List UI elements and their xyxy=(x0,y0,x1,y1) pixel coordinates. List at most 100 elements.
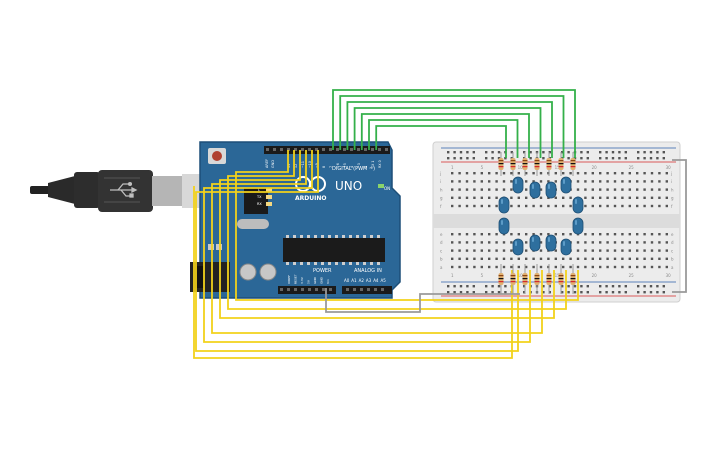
terminal-hole[interactable] xyxy=(658,196,661,199)
header-hole[interactable] xyxy=(322,148,325,151)
terminal-hole[interactable] xyxy=(599,196,602,199)
terminal-hole[interactable] xyxy=(488,249,491,252)
terminal-hole[interactable] xyxy=(488,233,491,236)
terminal-hole[interactable] xyxy=(576,249,580,252)
gray-ground-wire[interactable] xyxy=(325,159,687,313)
terminal-hole[interactable] xyxy=(502,241,506,244)
terminal-hole[interactable] xyxy=(480,249,483,252)
terminal-hole[interactable] xyxy=(636,172,639,175)
terminal-hole[interactable] xyxy=(517,265,520,269)
reset-button[interactable] xyxy=(208,148,226,164)
rail-hole[interactable] xyxy=(567,291,570,294)
terminal-hole[interactable] xyxy=(488,180,491,183)
header-hole[interactable] xyxy=(371,148,374,151)
terminal-hole[interactable] xyxy=(495,249,498,252)
terminal-hole[interactable] xyxy=(532,204,535,208)
rail-hole[interactable] xyxy=(466,291,469,294)
terminal-hole[interactable] xyxy=(458,241,461,244)
rail-hole[interactable] xyxy=(611,151,615,154)
terminal-hole[interactable] xyxy=(517,257,520,260)
terminal-hole[interactable] xyxy=(613,249,617,252)
rail-hole[interactable] xyxy=(656,151,659,154)
yellow-wire[interactable] xyxy=(203,150,531,343)
terminal-hole[interactable] xyxy=(495,196,498,199)
terminal-hole[interactable] xyxy=(584,204,587,208)
rail-hole[interactable] xyxy=(611,291,615,294)
terminal-hole[interactable] xyxy=(613,180,617,183)
rail-hole[interactable] xyxy=(561,285,564,288)
terminal-hole[interactable] xyxy=(584,249,587,252)
terminal-hole[interactable] xyxy=(539,204,543,208)
rail-hole[interactable] xyxy=(580,291,583,294)
rail-hole[interactable] xyxy=(523,151,526,154)
rail-hole[interactable] xyxy=(472,291,475,294)
terminal-hole[interactable] xyxy=(606,241,609,244)
rail-hole[interactable] xyxy=(466,157,469,160)
terminal-hole[interactable] xyxy=(584,196,587,199)
rail-hole[interactable] xyxy=(605,157,608,160)
rail-hole[interactable] xyxy=(453,285,456,288)
header-hole[interactable] xyxy=(315,288,318,291)
terminal-hole[interactable] xyxy=(628,204,631,208)
rail-hole[interactable] xyxy=(453,151,456,154)
header-hole[interactable] xyxy=(329,148,332,151)
led[interactable] xyxy=(529,234,541,252)
terminal-hole[interactable] xyxy=(584,172,587,175)
terminal-hole[interactable] xyxy=(510,196,513,199)
terminal-hole[interactable] xyxy=(532,180,535,183)
rail-hole[interactable] xyxy=(459,157,463,160)
terminal-hole[interactable] xyxy=(591,204,594,208)
terminal-hole[interactable] xyxy=(510,204,513,208)
terminal-hole[interactable] xyxy=(451,257,454,260)
terminal-hole[interactable] xyxy=(480,204,483,208)
terminal-hole[interactable] xyxy=(636,204,639,208)
terminal-hole[interactable] xyxy=(621,196,624,199)
terminal-hole[interactable] xyxy=(621,188,624,191)
terminal-hole[interactable] xyxy=(621,249,624,252)
terminal-hole[interactable] xyxy=(465,233,469,236)
terminal-hole[interactable] xyxy=(465,188,469,191)
terminal-hole[interactable] xyxy=(621,257,624,260)
terminal-hole[interactable] xyxy=(473,180,476,183)
resistor[interactable] xyxy=(522,152,528,176)
terminal-hole[interactable] xyxy=(658,257,661,260)
terminal-hole[interactable] xyxy=(591,265,594,269)
terminal-hole[interactable] xyxy=(636,188,639,191)
rail-hole[interactable] xyxy=(624,157,627,160)
terminal-hole[interactable] xyxy=(510,188,513,191)
terminal-hole[interactable] xyxy=(488,241,491,244)
terminal-hole[interactable] xyxy=(451,180,454,183)
terminal-hole[interactable] xyxy=(599,204,602,208)
terminal-hole[interactable] xyxy=(473,196,476,199)
terminal-hole[interactable] xyxy=(539,265,543,269)
rail-hole[interactable] xyxy=(586,291,589,294)
terminal-hole[interactable] xyxy=(621,180,624,183)
terminal-hole[interactable] xyxy=(539,172,543,175)
terminal-hole[interactable] xyxy=(584,188,587,191)
rail-hole[interactable] xyxy=(567,151,570,154)
terminal-hole[interactable] xyxy=(613,172,617,175)
terminal-hole[interactable] xyxy=(465,265,469,269)
terminal-hole[interactable] xyxy=(621,241,624,244)
terminal-hole[interactable] xyxy=(473,204,476,208)
terminal-hole[interactable] xyxy=(562,172,565,175)
terminal-hole[interactable] xyxy=(606,196,609,199)
terminal-hole[interactable] xyxy=(665,180,668,183)
terminal-hole[interactable] xyxy=(458,233,461,236)
rail-hole[interactable] xyxy=(472,151,475,154)
terminal-hole[interactable] xyxy=(465,241,469,244)
terminal-hole[interactable] xyxy=(465,249,469,252)
rail-hole[interactable] xyxy=(542,291,545,294)
rail-hole[interactable] xyxy=(542,157,545,160)
rail-hole[interactable] xyxy=(491,157,494,160)
terminal-hole[interactable] xyxy=(628,257,631,260)
terminal-hole[interactable] xyxy=(473,257,476,260)
terminal-hole[interactable] xyxy=(576,180,580,183)
terminal-hole[interactable] xyxy=(599,265,602,269)
terminal-hole[interactable] xyxy=(465,257,469,260)
terminal-hole[interactable] xyxy=(458,180,461,183)
terminal-hole[interactable] xyxy=(488,204,491,208)
led[interactable] xyxy=(560,238,572,256)
terminal-hole[interactable] xyxy=(554,204,557,208)
terminal-hole[interactable] xyxy=(473,241,476,244)
